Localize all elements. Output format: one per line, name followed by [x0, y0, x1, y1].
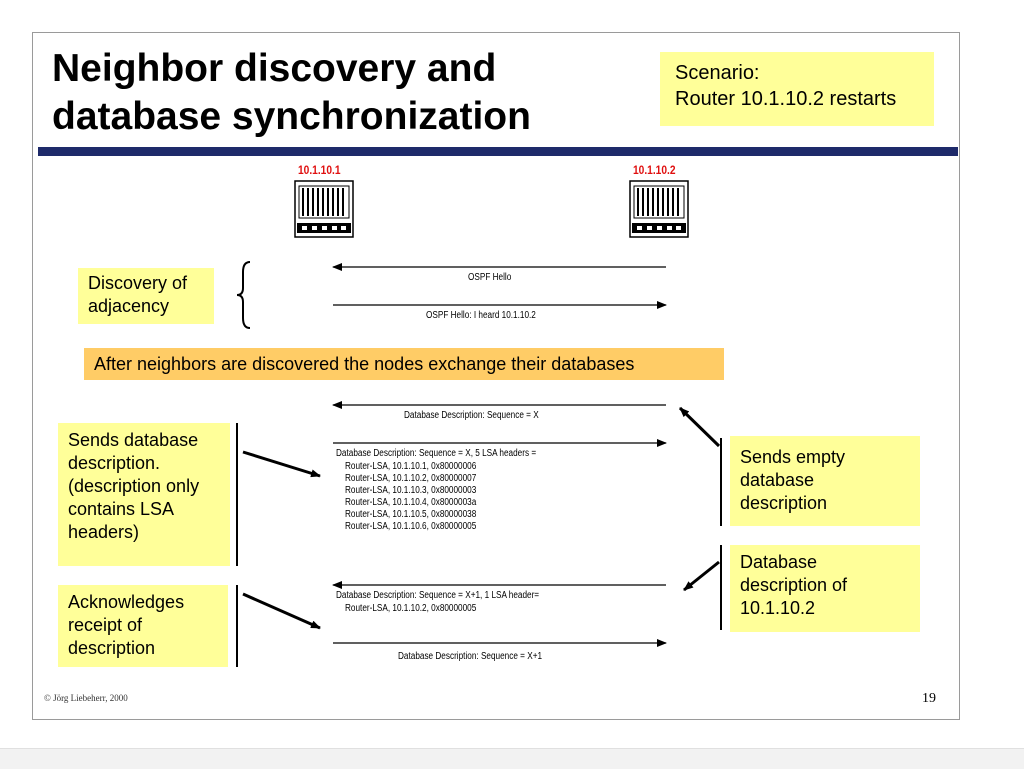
sends-desc-note: Sends database description. (description… [58, 423, 230, 566]
dd2-label: Database Description: Sequence = X, 5 LS… [336, 448, 537, 459]
page-number: 19 [922, 691, 936, 706]
pointer-desc-of [683, 560, 720, 592]
lsa-line: Router-LSA, 10.1.10.1, 0x80000006 [345, 461, 477, 472]
copyright-footer: © Jörg Liebeherr, 2000 [44, 693, 128, 703]
router-icon [629, 180, 689, 238]
lsa-line: Router-LSA, 10.1.10.4, 0x8000003a [345, 497, 477, 508]
slide-title: Neighbor discovery and database synchron… [52, 47, 531, 138]
hello-label-1: OSPF Hello [468, 272, 512, 283]
pointer-ack [242, 592, 321, 630]
brace-shape [236, 261, 251, 329]
lsa-line: Router-LSA, 10.1.10.2, 0x80000007 [345, 473, 477, 484]
empty-desc-note: Sends empty database description [730, 436, 920, 526]
lsa-line: Router-LSA, 10.1.10.6, 0x80000005 [345, 521, 477, 532]
lsa-line: Router-LSA, 10.1.10.3, 0x80000003 [345, 485, 477, 496]
pointer-empty-desc [678, 406, 721, 448]
viewer-bottom-bar [0, 748, 1024, 769]
dd3-label: Database Description: Sequence = X+1, 1 … [336, 590, 540, 601]
desc-of-note: Database description of 10.1.10.2 [730, 545, 920, 632]
router-icon [294, 180, 354, 238]
title-divider [38, 147, 958, 156]
dd3-lsa-line: Router-LSA, 10.1.10.2, 0x80000005 [345, 603, 477, 614]
hello-label-2: OSPF Hello: I heard 10.1.10.2 [426, 310, 536, 321]
dd4-label: Database Description: Sequence = X+1 [398, 651, 543, 662]
dd2-lsa-list: Router-LSA, 10.1.10.1, 0x80000006 Router… [345, 461, 505, 533]
pointer-sends-desc [242, 450, 321, 478]
scenario-note: Scenario: Router 10.1.10.2 restarts [660, 52, 934, 126]
router-right-label: 10.1.10.2 [633, 163, 676, 177]
ack-note: Acknowledges receipt of description [58, 585, 228, 667]
exchange-banner: After neighbors are discovered the nodes… [84, 348, 724, 380]
dd1-label: Database Description: Sequence = X [404, 410, 539, 421]
lsa-line: Router-LSA, 10.1.10.5, 0x80000038 [345, 509, 477, 520]
router-left-label: 10.1.10.1 [298, 163, 341, 177]
discovery-note: Discovery of adjacency [78, 268, 214, 324]
